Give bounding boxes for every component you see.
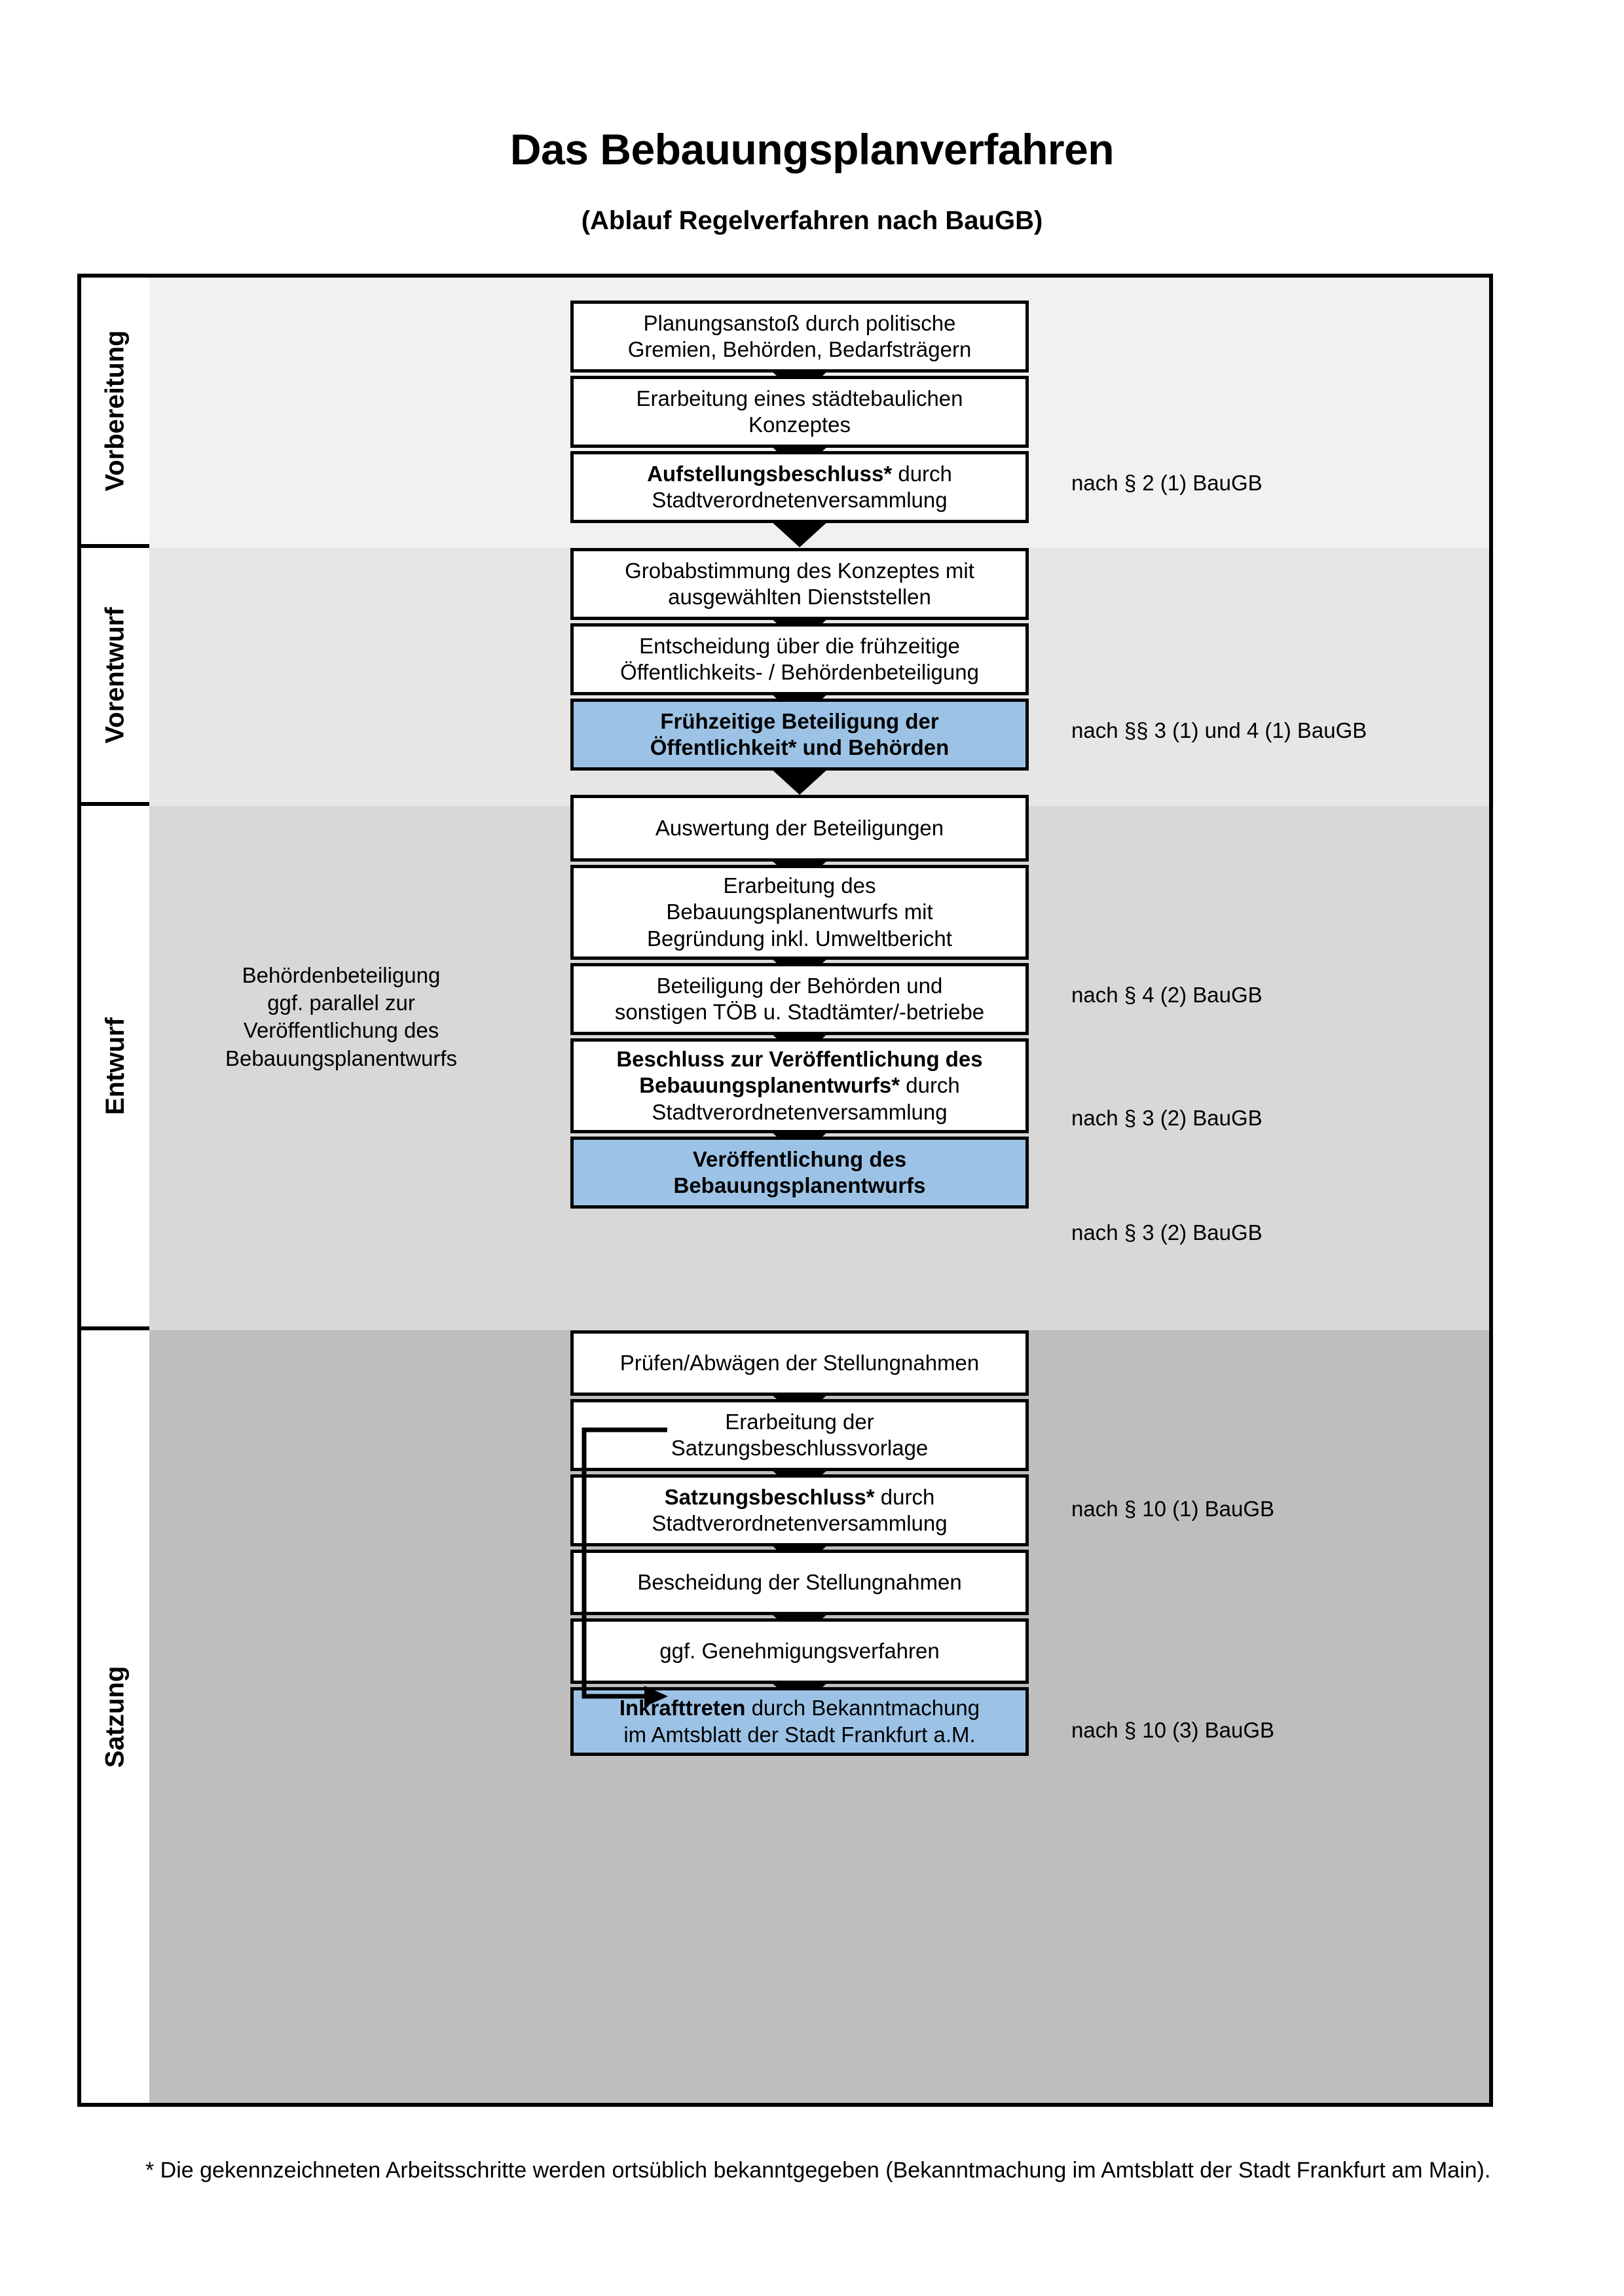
side-note-line: Veröffentlichung des	[243, 1018, 439, 1043]
phase-label-text: Satzung	[100, 1666, 130, 1768]
side-note-line: Bebauungsplanentwurfs	[225, 1046, 458, 1070]
step-line: Satzungsbeschlussvorlage	[671, 1436, 929, 1460]
step-line: durch	[898, 461, 952, 486]
step-line: Frühzeitige Beteiligung der	[660, 708, 939, 733]
step-line: durch Bekanntmachung	[751, 1696, 980, 1721]
step-line: Erarbeitung der	[725, 1409, 874, 1434]
page-title: Das Bebauungsplanverfahren	[509, 125, 1115, 173]
side-note-behoerdenbeteiligung: Behördenbeteiligung ggf. parallel zur Ve…	[200, 962, 482, 1072]
step-line: Erarbeitung des	[723, 873, 876, 898]
step-line: durch	[880, 1484, 935, 1509]
step-beschluss-veroeffentlichung[interactable]: Beschluss zur Veröffentlichung des Bebau…	[570, 1038, 1029, 1133]
step-line: Stadtverordnetenversammlung	[652, 488, 948, 512]
step-line: Veröffentlichung des	[692, 1146, 907, 1171]
step-line: Gremien, Behörden, Bedarfsträgern	[627, 337, 972, 361]
step-line: Erarbeitung eines städtebaulichen	[636, 386, 963, 410]
step-line: Bescheidung der Stellungnahmen	[637, 1569, 962, 1594]
legal-ref-par10-3: nach § 10 (3) BauGB	[1071, 1718, 1275, 1742]
step-line: Begründung inkl. Umweltbericht	[647, 926, 952, 951]
step-line: Stadtverordnetenversammlung	[652, 1511, 948, 1535]
step-line: Öffentlichkeit* und Behörden	[650, 735, 950, 759]
step-line: Prüfen/Abwägen der Stellungnahmen	[619, 1350, 980, 1375]
process-diagram-frame: Vorbereitung Vorentwurf Entwurf Satzung …	[77, 274, 1493, 2107]
step-bold-text: Inkrafttreten	[619, 1696, 746, 1721]
step-auswertung-beteiligungen[interactable]: Auswertung der Beteiligungen	[570, 795, 1029, 862]
side-note-line: ggf. parallel zur	[267, 991, 415, 1015]
phase-label-entwurf: Entwurf	[81, 806, 149, 1330]
legal-ref-par10-1: nach § 10 (1) BauGB	[1071, 1497, 1275, 1521]
bracket-connector-arrow	[581, 1427, 668, 1707]
phase-label-text: Vorbereitung	[100, 330, 130, 492]
step-line: Bebauungsplanentwurfs	[673, 1173, 926, 1197]
flow-arrow-down-icon	[769, 520, 830, 547]
page-subtitle: (Ablauf Regelverfahren nach BauGB)	[581, 206, 1043, 235]
legal-ref-par2-1: nach § 2 (1) BauGB	[1071, 471, 1263, 495]
legal-ref-par4-2: nach § 4 (2) BauGB	[1071, 983, 1263, 1007]
step-line: sonstigen TÖB u. Stadtämter/-betriebe	[614, 1000, 985, 1024]
step-line: Konzeptes	[748, 412, 851, 437]
phase-label-satzung: Satzung	[81, 1330, 149, 2103]
footnote-text: * Die gekennzeichneten Arbeitsschritte w…	[145, 2158, 1491, 2183]
step-line: Stadtverordnetenversammlung	[652, 1099, 948, 1124]
step-bold-text: Satzungsbeschluss*	[664, 1484, 875, 1509]
step-line: im Amtsblatt der Stadt Frankfurt a.M.	[623, 1722, 976, 1747]
step-line: Öffentlichkeits- / Behördenbeteiligung	[620, 660, 979, 684]
legal-ref-par3-2-b: nach § 3 (2) BauGB	[1071, 1220, 1263, 1245]
step-pruefen-abwaegen[interactable]: Prüfen/Abwägen der Stellungnahmen	[570, 1330, 1029, 1396]
phase-label-column: Vorbereitung Vorentwurf Entwurf Satzung	[81, 278, 149, 2103]
phase-label-text: Entwurf	[100, 1017, 130, 1115]
step-line: Planungsanstoß durch politische	[643, 310, 956, 335]
phase-label-text: Vorentwurf	[100, 606, 130, 744]
step-bold-text: Aufstellungsbeschluss*	[647, 461, 893, 486]
phase-label-vorbereitung: Vorbereitung	[81, 278, 149, 548]
step-line: durch	[906, 1073, 960, 1098]
step-line: ggf. Genehmigungsverfahren	[659, 1638, 940, 1663]
step-line: Entscheidung über die frühzeitige	[639, 633, 960, 658]
step-line: Beteiligung der Behörden und	[656, 973, 943, 998]
step-bold-text: Beschluss zur Veröffentlichung des Bebau…	[616, 1047, 983, 1098]
step-line: Bebauungsplanentwurfs mit	[666, 900, 933, 924]
legal-ref-par3-1-par4-1: nach §§ 3 (1) und 4 (1) BauGB	[1071, 718, 1367, 742]
legal-ref-par3-2-a: nach § 3 (2) BauGB	[1071, 1106, 1263, 1130]
step-line: Grobabstimmung des Konzeptes mit	[625, 558, 974, 583]
side-note-line: Behördenbeteiligung	[242, 963, 441, 987]
step-line: Auswertung der Beteiligungen	[655, 815, 944, 840]
step-bescheidung-stellungnahmen[interactable]: Bescheidung der Stellungnahmen	[570, 1550, 1029, 1615]
phase-label-vorentwurf: Vorentwurf	[81, 548, 149, 806]
step-line: ausgewählten Dienststellen	[668, 585, 931, 609]
flow-arrow-down-icon	[769, 767, 830, 795]
